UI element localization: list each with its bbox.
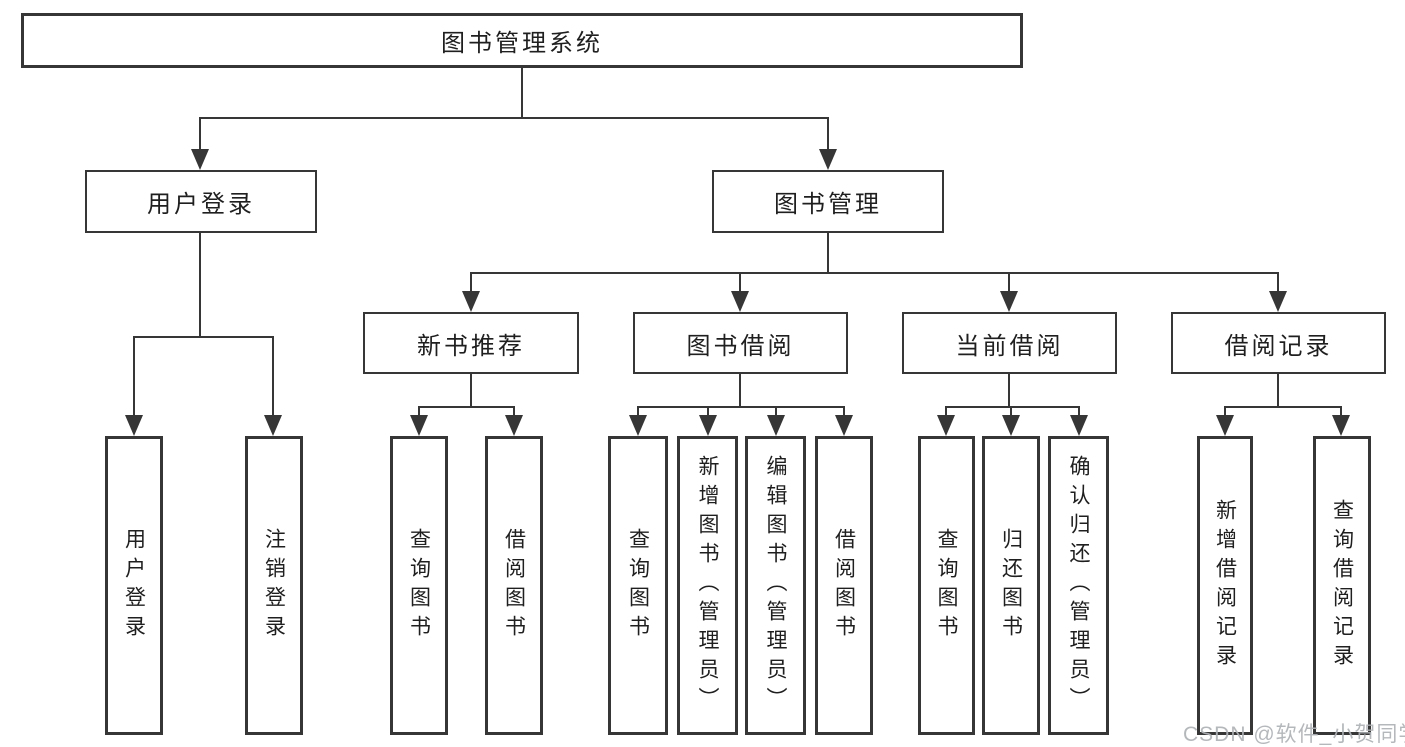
arrowhead-leaf bbox=[1002, 415, 1020, 436]
leaf-label: 编辑图书（管理员） bbox=[764, 455, 788, 716]
arrowhead-current-borrow bbox=[1000, 291, 1018, 312]
leaf-label: 新增图书（管理员） bbox=[696, 455, 720, 716]
edge-user-login-stem bbox=[199, 233, 201, 337]
edge-drop-book-management bbox=[827, 117, 829, 151]
edge-borrow-records-bar bbox=[1224, 406, 1342, 408]
edge-drop-leaf bbox=[513, 406, 515, 418]
edge-drop-new-book bbox=[470, 272, 472, 293]
leaf-label: 查询图书 bbox=[626, 527, 650, 644]
leaf-label: 查询图书 bbox=[407, 527, 431, 644]
edge-drop-leaf bbox=[707, 406, 709, 418]
leaf-label: 归还图书 bbox=[999, 527, 1023, 644]
leaf-label: 注销登录 bbox=[262, 527, 286, 644]
arrowhead-leaf bbox=[937, 415, 955, 436]
arrowhead-book-borrow bbox=[731, 291, 749, 312]
node-label: 图书借阅 bbox=[686, 332, 795, 360]
arrowhead-leaf bbox=[699, 415, 717, 436]
edge-user-login-bar bbox=[133, 336, 274, 338]
arrowhead-book-management bbox=[819, 149, 837, 170]
arrowhead-leaf bbox=[835, 415, 853, 436]
node-new-book-recommend: 新书推荐 bbox=[363, 312, 579, 374]
leaf-query-books-recommend: 查询图书 bbox=[390, 436, 448, 735]
edge-drop-leaf bbox=[418, 406, 420, 418]
arrowhead-leaf bbox=[505, 415, 523, 436]
leaf-label: 确认归还（管理员） bbox=[1067, 455, 1091, 716]
leaf-edit-books-admin: 编辑图书（管理员） bbox=[745, 436, 806, 735]
edge-book-management-stem bbox=[827, 233, 829, 273]
edge-drop-leaf bbox=[945, 406, 947, 418]
arrowhead-user-login bbox=[191, 149, 209, 170]
node-label: 新书推荐 bbox=[417, 332, 525, 360]
edge-drop-login-leaf bbox=[133, 336, 135, 417]
edge-drop-leaf bbox=[637, 406, 639, 418]
edge-drop-leaf bbox=[1340, 406, 1342, 418]
leaf-label: 查询借阅记录 bbox=[1330, 498, 1354, 673]
node-user-login: 用户登录 bbox=[85, 170, 317, 233]
arrowhead-leaf bbox=[629, 415, 647, 436]
edge-drop-leaf bbox=[1224, 406, 1226, 418]
edge-book-borrow-stem bbox=[739, 374, 741, 407]
leaf-label: 新增借阅记录 bbox=[1213, 498, 1237, 673]
edge-drop-borrow-records bbox=[1277, 272, 1279, 293]
edge-drop-user-login bbox=[199, 117, 201, 151]
leaf-logout: 注销登录 bbox=[245, 436, 303, 735]
edge-root-stem bbox=[521, 68, 523, 118]
node-book-borrow: 图书借阅 bbox=[633, 312, 848, 374]
edge-drop-leaf bbox=[775, 406, 777, 418]
edge-drop-leaf bbox=[1010, 406, 1012, 418]
edge-new-book-bar bbox=[418, 406, 515, 408]
leaf-label: 借阅图书 bbox=[502, 527, 526, 644]
leaf-return-books: 归还图书 bbox=[982, 436, 1040, 735]
edge-drop-leaf bbox=[843, 406, 845, 418]
arrowhead-login-leaf bbox=[125, 415, 143, 436]
leaf-query-books-borrow: 查询图书 bbox=[608, 436, 668, 735]
node-label: 图书管理 bbox=[774, 191, 882, 218]
leaf-borrow-books-recommend: 借阅图书 bbox=[485, 436, 543, 735]
leaf-borrow-books: 借阅图书 bbox=[815, 436, 873, 735]
node-book-management: 图书管理 bbox=[712, 170, 944, 233]
edge-new-book-stem bbox=[470, 374, 472, 407]
node-label: 借阅记录 bbox=[1224, 332, 1333, 360]
edge-level3-bar bbox=[470, 272, 1279, 274]
arrowhead-leaf bbox=[1216, 415, 1234, 436]
edge-book-borrow-bar bbox=[637, 406, 845, 408]
leaf-add-borrow-record: 新增借阅记录 bbox=[1197, 436, 1253, 735]
edge-level2-bar bbox=[199, 117, 829, 119]
csdn-watermark: CSDN @软件_小贺同学 bbox=[1183, 723, 1405, 746]
leaf-query-borrow-record: 查询借阅记录 bbox=[1313, 436, 1371, 735]
arrowhead-logout-leaf bbox=[264, 415, 282, 436]
edge-drop-current-borrow bbox=[1008, 272, 1010, 293]
node-borrow-records: 借阅记录 bbox=[1171, 312, 1386, 374]
leaf-add-books-admin: 新增图书（管理员） bbox=[677, 436, 738, 735]
edge-drop-book-borrow bbox=[739, 272, 741, 293]
node-library-system: 图书管理系统 bbox=[21, 13, 1023, 68]
leaf-label: 用户登录 bbox=[122, 527, 146, 644]
node-label: 图书管理系统 bbox=[441, 30, 603, 57]
edge-borrow-records-stem bbox=[1277, 374, 1279, 407]
arrowhead-new-book bbox=[462, 291, 480, 312]
arrowhead-leaf bbox=[1332, 415, 1350, 436]
edge-current-borrow-bar bbox=[945, 406, 1080, 408]
edge-drop-logout-leaf bbox=[272, 336, 274, 417]
node-label: 当前借阅 bbox=[955, 332, 1064, 360]
edge-current-borrow-stem bbox=[1008, 374, 1010, 407]
arrowhead-leaf bbox=[767, 415, 785, 436]
leaf-label: 查询图书 bbox=[935, 527, 959, 644]
arrowhead-leaf bbox=[1070, 415, 1088, 436]
arrowhead-borrow-records bbox=[1269, 291, 1287, 312]
leaf-confirm-return-admin: 确认归还（管理员） bbox=[1048, 436, 1109, 735]
leaf-label: 借阅图书 bbox=[832, 527, 856, 644]
node-label: 用户登录 bbox=[147, 191, 255, 218]
edge-drop-leaf bbox=[1078, 406, 1080, 418]
leaf-user-login: 用户登录 bbox=[105, 436, 163, 735]
node-current-borrow: 当前借阅 bbox=[902, 312, 1117, 374]
arrowhead-leaf bbox=[410, 415, 428, 436]
leaf-query-books-current: 查询图书 bbox=[918, 436, 975, 735]
